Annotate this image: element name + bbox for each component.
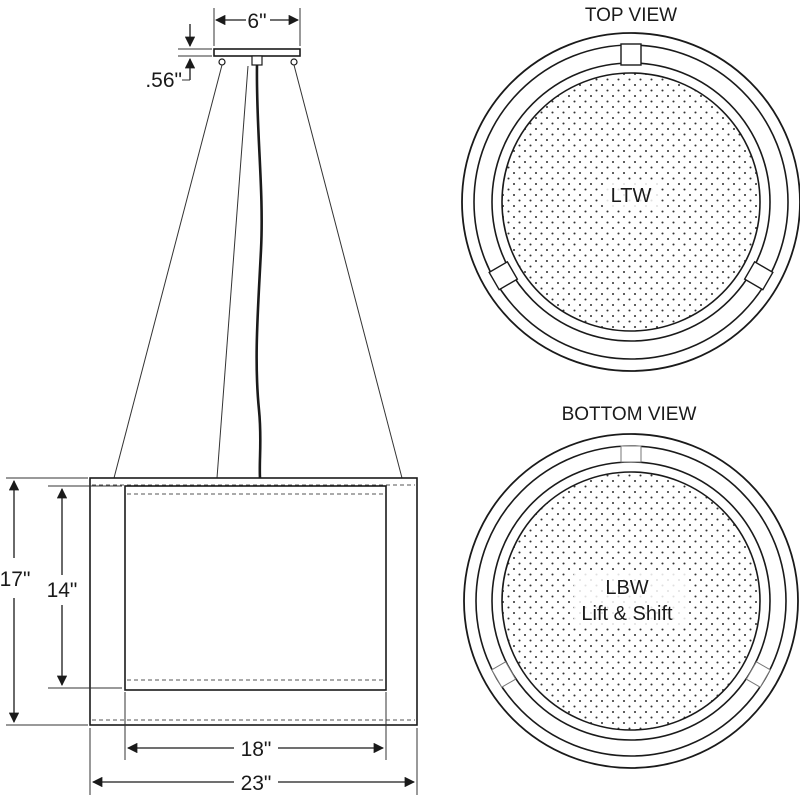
canopy-screw-left	[218, 58, 226, 66]
top-spoke-top	[620, 43, 642, 66]
top-outer-ring	[461, 32, 800, 372]
top-view-title: TOP VIEW	[585, 5, 677, 26]
canopy	[213, 48, 301, 57]
top-spoke-lower-right	[743, 260, 774, 291]
bottom-outer-ring	[463, 433, 799, 769]
suspension-cable-back	[216, 65, 249, 479]
top-spoke-lower-left	[488, 260, 519, 291]
top-view: TOP VIEW LTW	[461, 5, 800, 372]
top-diffuser-label: LTW	[611, 185, 652, 207]
bottom-diffuser-sublabel: Lift & Shift	[581, 603, 673, 625]
inner-width-dimension: 18"	[124, 692, 387, 761]
canopy-height-label: .56"	[145, 69, 182, 92]
shade-height-dimension: 17"	[0, 477, 88, 726]
cord-grip	[251, 55, 263, 66]
bottom-spoke-top	[620, 445, 642, 463]
shade-width-dimension: 23"	[89, 728, 418, 795]
shade-width-label: 23"	[241, 772, 272, 795]
canopy-height-dimension: .56"	[145, 24, 212, 92]
side-elevation: 6" .56" 17" 14"	[0, 8, 418, 795]
bottom-view-title: BOTTOM VIEW	[562, 404, 697, 425]
bottom-diffuser-label: LBW	[605, 577, 648, 599]
shade-height-label: 17"	[0, 568, 30, 591]
bottom-spoke-lower-right	[745, 661, 771, 688]
inner-diffuser-panel	[124, 485, 387, 691]
canopy-width-dimension: 6"	[213, 8, 301, 46]
inner-height-dimension: 14"	[47, 485, 122, 689]
inner-height-label: 14"	[47, 579, 78, 602]
suspension-cable-left	[113, 64, 223, 479]
bottom-spoke-lower-left	[491, 661, 517, 688]
power-cord	[255, 64, 263, 479]
inner-width-label: 18"	[241, 738, 272, 761]
canopy-width-label: 6"	[247, 10, 266, 33]
bottom-view: BOTTOM VIEW LBW Lift & Shift	[463, 404, 799, 769]
canopy-screw-right	[290, 58, 298, 66]
suspension-cable-right	[293, 64, 403, 479]
